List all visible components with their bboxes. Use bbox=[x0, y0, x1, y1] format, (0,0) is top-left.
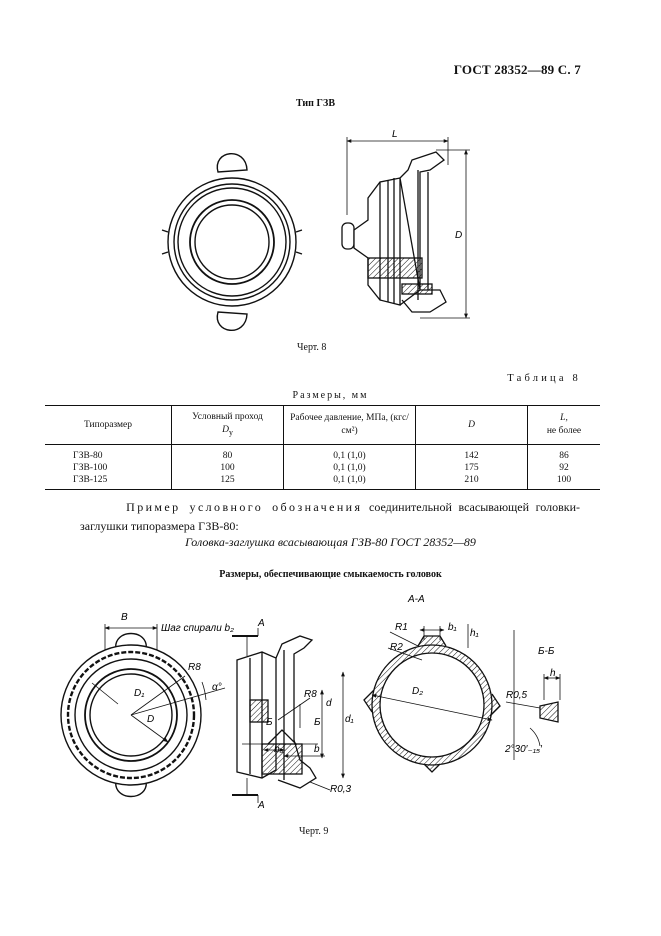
fig9-label-B-cut-right: Б bbox=[314, 717, 321, 728]
figure9-section-title: Размеры, обеспечивающие смыкаемость голо… bbox=[219, 569, 442, 580]
fig9-section-AA-title: A-A bbox=[407, 594, 425, 605]
running-header: ГОСТ 28352—89 С. 7 bbox=[453, 62, 581, 77]
cell-D: 210 bbox=[415, 474, 528, 490]
col-bore: Условный проход Dу bbox=[171, 405, 284, 445]
table8-number: Таблица 8 bbox=[507, 373, 581, 384]
fig9-label-R8-mid: R8 bbox=[304, 689, 317, 700]
cell-bore: 100 bbox=[171, 462, 284, 474]
col-L-symbol: L, bbox=[560, 413, 568, 424]
table-row: ГЗВ-80 80 0,1 (1,0) 142 86 bbox=[45, 444, 600, 462]
fig9-label-D-left: D bbox=[147, 714, 154, 725]
cell-pressure: 0,1 (1,0) bbox=[283, 444, 416, 462]
cell-pressure: 0,1 (1,0) bbox=[283, 474, 416, 490]
figure8-type-title: Тип ГЗВ bbox=[296, 98, 336, 109]
col-size: Типоразмер bbox=[45, 405, 172, 445]
col-D-symbol: D bbox=[468, 419, 475, 430]
cell-L: 100 bbox=[527, 474, 600, 490]
fig8-side-view bbox=[341, 137, 470, 319]
example-text: соединительной всасывающей головки-заглу… bbox=[80, 500, 581, 533]
fig9-label-spiral: Шаг спирали b₂ bbox=[161, 623, 234, 634]
fig9-label-R8-left: R8 bbox=[188, 662, 201, 673]
table-row: ГЗВ-125 125 0,1 (1,0) 210 100 bbox=[45, 474, 600, 490]
cell-L: 86 bbox=[527, 444, 600, 462]
fig9-label-h: h bbox=[550, 668, 556, 679]
fig9-label-R05: R0,5 bbox=[506, 690, 528, 701]
fig8-label-L: L bbox=[392, 129, 398, 140]
fig9-label-D1: D₁ bbox=[134, 688, 144, 699]
dimensions-table: Типоразмер Условный проход Dу Рабочее да… bbox=[45, 405, 600, 490]
fig9-section-AA bbox=[363, 624, 501, 773]
designation-example: Пример условного обозначения соединитель… bbox=[80, 498, 580, 536]
cell-bore: 80 bbox=[171, 444, 284, 462]
cell-size: ГЗВ-80 bbox=[73, 451, 103, 461]
example-lead: Пример условного обозначения bbox=[126, 500, 363, 514]
col-L-note: не более bbox=[546, 426, 582, 436]
fig9-label-d: d bbox=[326, 698, 332, 709]
fig9-label-A-bottom: A bbox=[257, 800, 265, 811]
col-D: D bbox=[415, 405, 528, 445]
fig9-label-B: B bbox=[121, 612, 128, 623]
fig9-label-R2: R2 bbox=[390, 642, 403, 653]
designation-line: Головка-заглушка всасывающая ГЗВ-80 ГОСТ… bbox=[185, 535, 476, 549]
figure9-caption: Черт. 9 bbox=[299, 826, 329, 837]
fig9-label-R1: R1 bbox=[395, 622, 408, 633]
fig8-label-D: D bbox=[455, 230, 462, 241]
col-bore-symbol: D bbox=[222, 425, 229, 436]
cell-L: 92 bbox=[527, 462, 600, 474]
cell-size: ГЗВ-125 bbox=[45, 474, 172, 490]
fig9-front-view bbox=[60, 624, 226, 798]
fig9-section-BB-title: Б-Б bbox=[538, 646, 555, 657]
cell-bore: 125 bbox=[171, 474, 284, 490]
fig9-label-B-cut-left: Б bbox=[266, 717, 273, 728]
fig9-label-b: b bbox=[314, 744, 320, 755]
col-bore-label: Условный проход bbox=[192, 412, 263, 423]
fig9-section-BB bbox=[505, 630, 561, 760]
cell-D: 175 bbox=[415, 462, 528, 474]
fig8-front-view bbox=[161, 153, 303, 331]
col-L: L, не более bbox=[527, 405, 600, 445]
col-pressure: Рабочее давление, МПа, (кгс/см²) bbox=[283, 405, 416, 445]
fig9-label-D2: D₂ bbox=[412, 686, 423, 697]
fig9-label-alpha: α° bbox=[212, 682, 222, 693]
figure8-caption: Черт. 8 bbox=[297, 342, 327, 353]
fig9-label-R03: R0,3 bbox=[330, 784, 352, 795]
fig9-side-view bbox=[232, 628, 345, 803]
fig9-label-A-top: A bbox=[257, 618, 265, 629]
cell-pressure: 0,1 (1,0) bbox=[283, 462, 416, 474]
table8-caption: Размеры, мм bbox=[292, 390, 369, 401]
table-row: ГЗВ-100 100 0,1 (1,0) 175 92 bbox=[45, 462, 600, 474]
fig9-label-b3: b₃ bbox=[274, 744, 284, 755]
col-bore-sub: у bbox=[228, 428, 233, 437]
fig9-label-d1: d₁ bbox=[345, 714, 354, 725]
cell-D: 142 bbox=[415, 444, 528, 462]
fig9-label-angle: 2°30′₋₁₅′ bbox=[504, 744, 543, 755]
fig9-label-h1: h₁ bbox=[470, 628, 479, 639]
fig9-label-b1: b₁ bbox=[448, 622, 457, 633]
cell-size: ГЗВ-100 bbox=[73, 463, 108, 473]
